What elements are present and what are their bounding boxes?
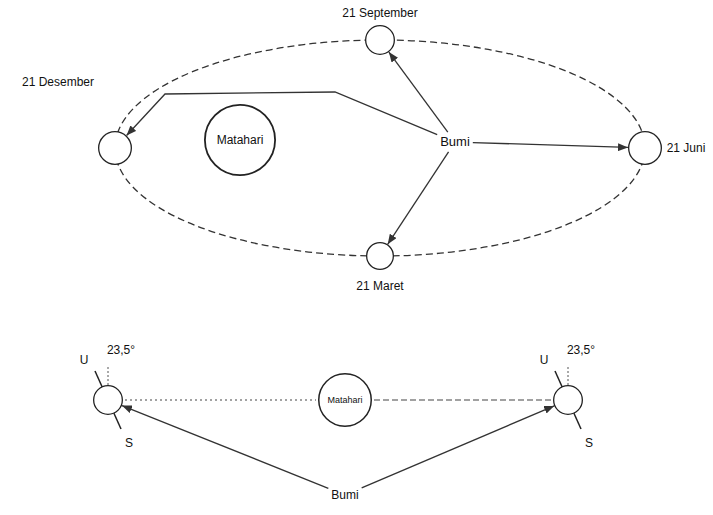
node-text: U [540,353,549,367]
node-text: U [80,353,89,367]
sun-circle: Matahari [318,373,372,427]
circle-outline [628,131,662,165]
earth-circle: U23,5°S [93,385,123,415]
circle-outline [553,385,583,415]
circle-shape [94,386,123,415]
node-text: 23,5° [107,343,135,357]
node-text: Matahari [327,395,362,406]
arrow-connector [127,92,438,136]
circle-outline [93,385,123,415]
sun-ray-line [125,399,316,400]
earth-label: Bumi [437,132,473,152]
node-text: 23,5° [567,343,595,357]
circle-shape [367,243,394,270]
node-text: 21 Desember [22,75,94,89]
node-text: 21 Maret [356,279,403,293]
node-text: S [585,436,593,450]
earth-circle: 21 Juni [628,131,662,165]
circle-shape [205,105,275,175]
circle-shape [319,374,372,427]
sun-ray-line [374,399,551,400]
earth-label: Bumi [328,486,361,504]
arrow-connector [389,52,448,132]
circle-outline [98,131,132,165]
circle-outline [366,242,394,270]
arrow-connector [388,152,449,245]
orbit-ellipse [115,40,645,256]
node-text: 21 September [342,6,417,20]
circle-shape [99,132,132,165]
earth-circle: U23,5°S [553,385,583,415]
node-text: Bumi [331,488,358,502]
node-text: 21 Juni [667,141,706,155]
sun-circle: Matahari [204,104,276,176]
earth-circle: 21 Desember [98,131,132,165]
earth-circle: 21 Maret [366,242,394,270]
node-text: Bumi [440,134,470,150]
node-text: S [125,436,133,450]
node-text: Matahari [217,133,264,147]
arrow-connector [362,406,555,488]
arrow-connector [473,143,628,148]
circle-shape [554,386,583,415]
earth-circle: 21 September [365,25,395,55]
circle-outline [365,25,395,55]
arrow-connector [122,406,328,489]
circle-shape [366,26,395,55]
circle-shape [629,132,662,165]
vertical-reference [568,367,569,385]
vertical-reference [108,367,109,385]
